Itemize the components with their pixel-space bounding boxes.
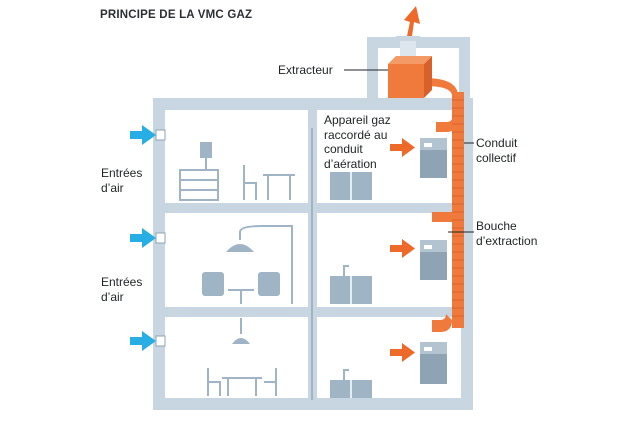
label-conduit-collectif: Conduit collectif [476, 136, 518, 165]
air-intake-arrow-2 [130, 228, 166, 248]
extraction-arrow-3 [390, 343, 415, 362]
air-intake-arrow-3 [130, 331, 166, 351]
extraction-arrow-1 [390, 138, 415, 157]
leader-lines [344, 69, 474, 233]
furniture-floor-2 [202, 225, 293, 304]
gas-appliance-3 [420, 342, 447, 384]
exhaust-arrow [404, 6, 420, 36]
cabinet-floor-3 [330, 369, 372, 398]
label-appareil-gaz: Appareil gaz raccordé au conduit d’aérat… [324, 113, 391, 171]
furniture-floor-3 [207, 318, 277, 396]
air-intake-arrow-1 [130, 125, 166, 145]
label-bouche-extraction: Bouche d’extraction [476, 219, 538, 248]
furniture-floor-1 [179, 142, 295, 201]
diagram-title: PRINCIPE DE LA VMC GAZ [100, 9, 253, 21]
label-entrees-air-1: Entrées d’air [101, 166, 143, 195]
collective-duct [424, 78, 464, 332]
label-entrees-air-2: Entrées d’air [101, 275, 143, 304]
cabinet-floor-1 [330, 172, 372, 200]
cabinet-floor-2 [330, 265, 372, 304]
extraction-arrow-2 [390, 239, 415, 258]
extractor [388, 36, 432, 98]
gas-appliance-2 [420, 240, 447, 280]
gas-appliance-1 [420, 138, 447, 178]
label-extracteur: Extracteur [278, 63, 333, 77]
